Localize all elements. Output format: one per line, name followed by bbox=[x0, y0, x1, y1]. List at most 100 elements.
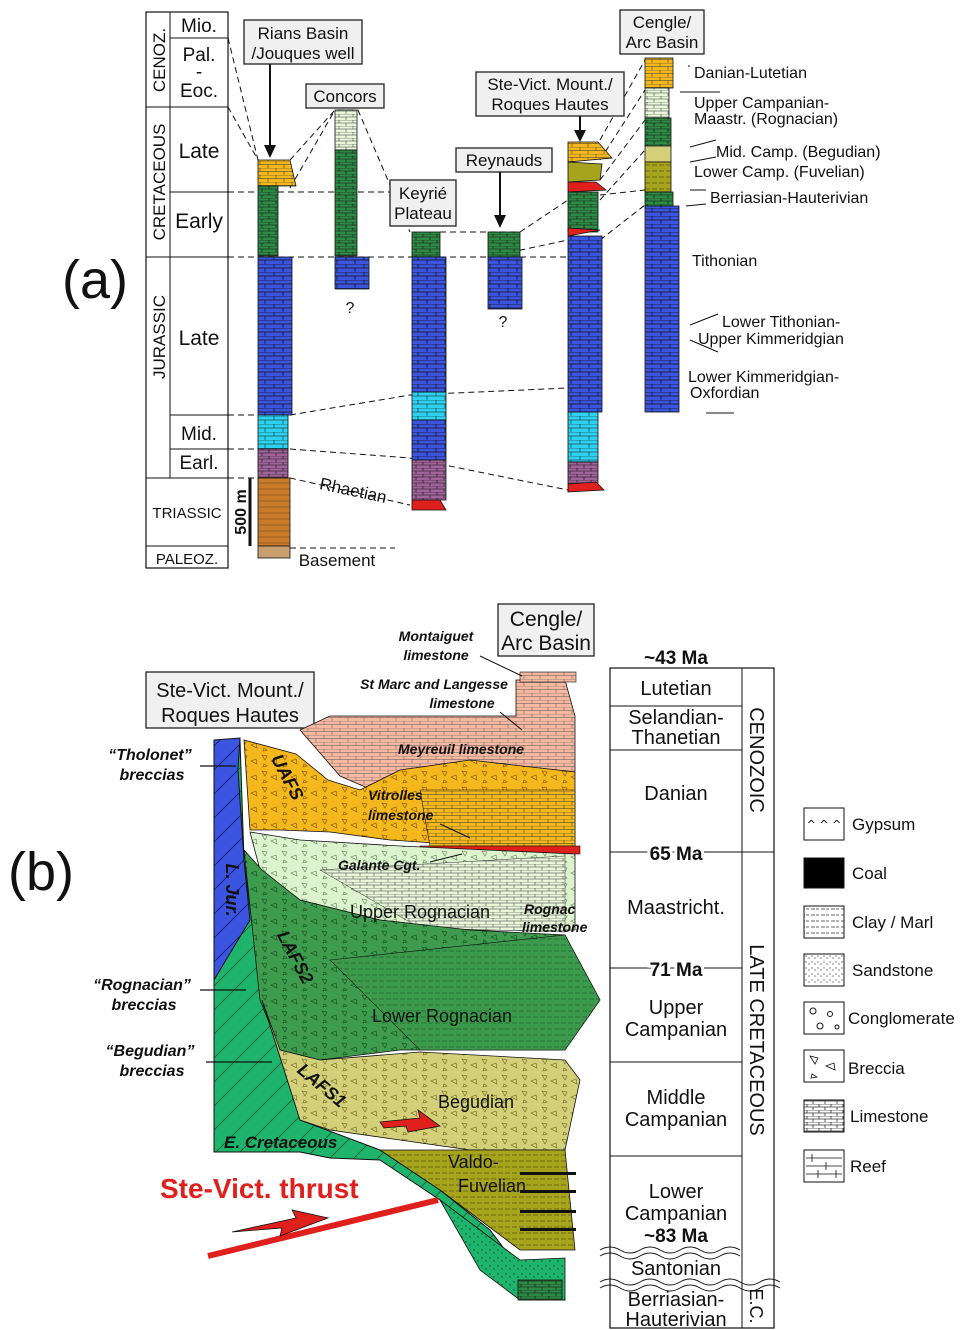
annotations-b: Montaiguet limestone St Marc and Langess… bbox=[93, 628, 587, 1080]
era-cenozoic: CENOZOIC bbox=[745, 707, 767, 813]
legend: ^ ^ ^ Gypsum Coal Clay / Marl Sandstone … bbox=[803, 807, 955, 1183]
era-paleoz: PALEOZ. bbox=[156, 551, 218, 568]
column-concors bbox=[334, 109, 370, 290]
svg-text:Rognac: Rognac bbox=[524, 901, 576, 917]
svg-text:limestone: limestone bbox=[429, 695, 495, 711]
stage-label: Tithonian bbox=[692, 253, 757, 270]
unit-e-cret: E. Cretaceous bbox=[224, 1133, 337, 1152]
svg-text:Keyrié: Keyrié bbox=[399, 184, 447, 203]
stage-berriasian-1: Berriasian- bbox=[628, 1289, 725, 1311]
reynauds-unknown: ? bbox=[499, 314, 508, 331]
era-cretaceous: CRETACEOUS bbox=[150, 124, 169, 241]
column-reynauds bbox=[487, 231, 523, 310]
epoch-late: Late bbox=[179, 140, 220, 163]
section-title-cengle: Cengle/ Arc Basin bbox=[619, 9, 705, 55]
svg-text:“Begudian”: “Begudian” bbox=[106, 1043, 195, 1060]
era-jurassic: JURASSIC bbox=[150, 295, 169, 379]
stage-thanetian: Thanetian bbox=[632, 727, 721, 749]
svg-text:breccias: breccias bbox=[112, 997, 177, 1014]
era-ec: E.C. bbox=[746, 1288, 766, 1323]
svg-text:“Rognacian”: “Rognacian” bbox=[93, 977, 191, 994]
legend-breccia: Breccia bbox=[803, 1049, 905, 1083]
epoch-earl: Earl. bbox=[179, 453, 218, 474]
legend-limestone: Limestone bbox=[803, 1099, 928, 1133]
epoch-eoc: Eoc. bbox=[180, 81, 218, 102]
section-title-reynauds: Reynauds bbox=[455, 147, 553, 228]
stage-label: Upper Kimmeridgian bbox=[698, 331, 844, 348]
rhaetian-label: Rhaetian bbox=[318, 474, 389, 507]
unit-begudian: Begudian bbox=[438, 1092, 514, 1112]
stage-label: Lower Kimmeridgian- bbox=[688, 369, 839, 386]
epoch-mio: Mio. bbox=[181, 16, 217, 37]
epoch-mid: Mid. bbox=[181, 424, 217, 445]
stage-santonian: Santonian bbox=[631, 1258, 721, 1280]
svg-text:Concors: Concors bbox=[313, 87, 376, 106]
svg-text:Plateau: Plateau bbox=[394, 204, 452, 223]
section-title-keyrie: Keyrié Plateau bbox=[389, 179, 457, 227]
legend-coal: Coal bbox=[803, 857, 887, 889]
age-83: ~83 Ma bbox=[644, 1226, 708, 1247]
legend-gypsum: ^ ^ ^ Gypsum bbox=[803, 807, 915, 841]
legend-clay: Clay / Marl bbox=[803, 905, 933, 939]
svg-text:Meyreuil limestone: Meyreuil limestone bbox=[398, 741, 524, 757]
section-title-ste-vict: Ste-Vict. Mount./ Roques Hautes bbox=[475, 71, 625, 142]
strat-chart-a: CENOZ. Mio. Pal. - Eoc. CRETACEOUS Late … bbox=[145, 11, 229, 569]
stage-labels-a: Danian-Lutetian Upper Campanian- Maastr.… bbox=[680, 65, 881, 414]
unit-valdo-2: Fuvelian bbox=[458, 1176, 526, 1196]
svg-text:St Marc and Langesse: St Marc and Langesse bbox=[360, 676, 508, 692]
svg-text:^ ^ ^: ^ ^ ^ bbox=[807, 818, 842, 831]
svg-text:Arc Basin: Arc Basin bbox=[501, 632, 591, 655]
stage-upper-camp-1: Upper bbox=[649, 997, 704, 1019]
svg-text:Conglomerate: Conglomerate bbox=[848, 1009, 955, 1028]
unit-lower-rognacian: Lower Rognacian bbox=[372, 1006, 512, 1026]
panel-a-label: (a) bbox=[62, 250, 128, 310]
svg-text:/Jouques well: /Jouques well bbox=[251, 44, 354, 63]
svg-text:Sandstone: Sandstone bbox=[852, 961, 933, 980]
svg-text:limestone: limestone bbox=[403, 647, 469, 663]
svg-text:Ste-Vict. Mount./: Ste-Vict. Mount./ bbox=[156, 680, 304, 702]
unit-upper-rognacian: Upper Rognacian bbox=[350, 902, 490, 922]
panel-b-label: (b) bbox=[8, 842, 74, 902]
svg-text:Vitrolles: Vitrolles bbox=[368, 787, 423, 803]
svg-text:Montaiguet: Montaiguet bbox=[399, 628, 475, 644]
timescale-b: ~43 Ma 65 Ma 71 Ma ~83 Ma Lutetian Selan… bbox=[599, 648, 781, 1330]
svg-text:“Tholonet”: “Tholonet” bbox=[108, 747, 192, 764]
svg-text:Coal: Coal bbox=[852, 864, 887, 883]
era-late-cretaceous: LATE CRETACEOUS bbox=[745, 944, 767, 1136]
section-title-rians: Rians Basin /Jouques well bbox=[243, 19, 363, 158]
scale-bar: 500 m bbox=[233, 478, 252, 546]
unit-l-jur: L. Jur. bbox=[222, 863, 242, 916]
svg-text:breccias: breccias bbox=[120, 1063, 185, 1080]
stage-middle-camp-2: Campanian bbox=[625, 1109, 727, 1131]
column-cengle bbox=[644, 57, 680, 413]
stage-lower-camp-1: Lower bbox=[649, 1181, 704, 1203]
stage-label: Berriasian-Hauterivian bbox=[710, 190, 868, 207]
stage-label: Maastr. (Rognacian) bbox=[694, 111, 838, 128]
stage-berriasian-2: Hauterivian bbox=[625, 1309, 726, 1330]
ste-vict-thrust: Ste-Vict. thrust bbox=[160, 1173, 439, 1259]
svg-text:Rians Basin: Rians Basin bbox=[258, 24, 349, 43]
svg-text:Roques Hautes: Roques Hautes bbox=[161, 705, 299, 727]
era-triassic: TRIASSIC bbox=[152, 505, 221, 522]
cengle-box-b: Cengle/ Arc Basin bbox=[497, 603, 595, 657]
ste-vict-box-b: Ste-Vict. Mount./ Roques Hautes bbox=[145, 671, 315, 729]
svg-text:Breccia: Breccia bbox=[848, 1059, 905, 1078]
stage-lower-camp-2: Campanian bbox=[625, 1203, 727, 1225]
svg-text:limestone: limestone bbox=[368, 807, 434, 823]
epoch-jur-late: Late bbox=[179, 327, 220, 350]
section-title-concors: Concors bbox=[305, 83, 385, 109]
age-71: 71 Ma bbox=[650, 960, 703, 981]
legend-sandstone: Sandstone bbox=[803, 953, 933, 987]
stage-label: Danian-Lutetian bbox=[694, 65, 807, 82]
era-cenoz: CENOZ. bbox=[150, 28, 169, 92]
unit-valdo-1: Valdo- bbox=[448, 1152, 499, 1172]
column-keyrie bbox=[411, 231, 447, 511]
svg-text:Arc Basin: Arc Basin bbox=[626, 33, 699, 52]
basement-label: Basement bbox=[299, 551, 376, 570]
svg-text:breccias: breccias bbox=[120, 767, 185, 784]
svg-text:Ste-Vict. Mount./: Ste-Vict. Mount./ bbox=[487, 75, 613, 94]
age-43: ~43 Ma bbox=[644, 648, 708, 669]
svg-text:Cengle/: Cengle/ bbox=[633, 13, 692, 32]
stage-lutetian: Lutetian bbox=[640, 678, 711, 700]
